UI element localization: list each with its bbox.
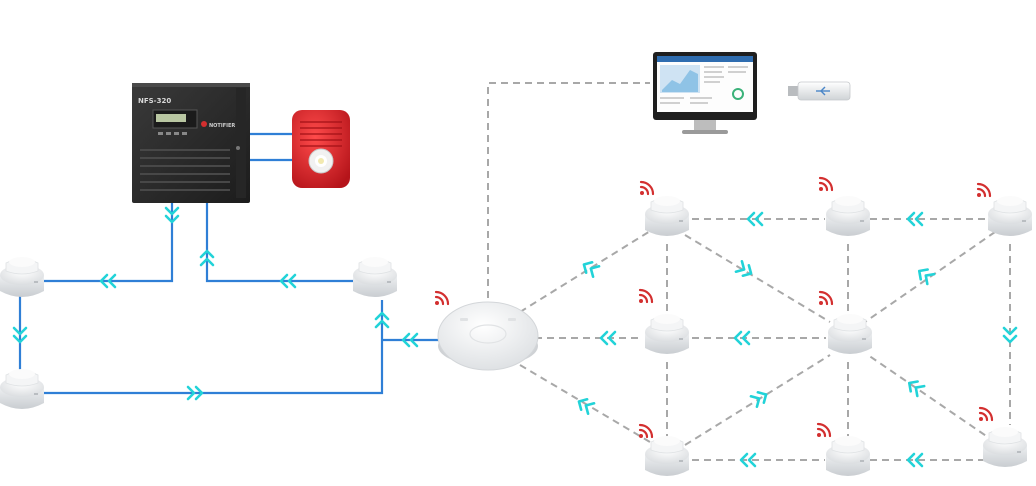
wifi-signal-icon	[638, 423, 654, 439]
chevron-icon	[739, 452, 757, 468]
smoke-detector-icon	[0, 369, 44, 409]
smoke-detector-icon	[828, 314, 872, 354]
chevron-icon	[99, 273, 117, 289]
wired-line-panel-right	[205, 202, 378, 283]
smoke-detector-icon	[826, 436, 870, 476]
panel-model-label: NFS-320	[138, 97, 171, 105]
wifi-signal-icon	[818, 176, 834, 192]
link-diag-br-center	[867, 354, 996, 443]
chevron-icon	[599, 330, 617, 346]
link-gateway-monitor	[487, 82, 650, 310]
chevron-icon	[734, 260, 753, 277]
chevron-icon	[1002, 326, 1018, 344]
wired-line-bottom	[30, 300, 384, 395]
chevron-icon	[749, 391, 768, 408]
link-gateway-top	[519, 227, 656, 313]
chevron-icon	[907, 380, 926, 398]
smoke-detector-icon	[826, 196, 870, 236]
smoke-detector-icon	[645, 314, 689, 354]
wifi-signal-icon	[638, 288, 654, 304]
panel-brand-label: NOTIFIER	[209, 123, 235, 129]
chevron-icon	[917, 268, 936, 286]
flow-chevrons	[12, 206, 1018, 468]
chevron-icon	[401, 332, 419, 348]
chevron-icon	[733, 330, 751, 346]
chevron-icon	[199, 249, 215, 267]
monitor-icon	[653, 52, 757, 134]
wireless-mesh-links	[487, 82, 1011, 461]
wifi-signal-icon	[976, 182, 992, 198]
smoke-detector-icon	[353, 257, 397, 297]
wireless-gateway-icon	[437, 301, 539, 371]
wifi-signal-icon	[818, 290, 834, 306]
wifi-signal-icon	[434, 290, 450, 306]
horn-strobe-icon	[292, 110, 350, 188]
link-diag-tl-center	[684, 234, 831, 323]
chevron-icon	[582, 261, 601, 278]
chevron-icon	[279, 273, 297, 289]
smoke-detector-icon	[0, 257, 44, 297]
chevron-icon	[746, 211, 764, 227]
chevron-icon	[577, 398, 596, 415]
wifi-layer	[434, 176, 994, 439]
chevron-icon	[374, 311, 390, 329]
wifi-signal-icon	[639, 180, 655, 196]
smoke-detector-icon	[645, 196, 689, 236]
fire-alarm-panel-icon: NFS-320 NOTIFIER	[132, 83, 250, 203]
detector-layer	[0, 196, 1032, 476]
wifi-signal-icon	[978, 406, 994, 422]
chevron-icon	[12, 326, 28, 344]
usb-dongle-icon	[788, 81, 851, 101]
smoke-detector-icon	[983, 427, 1027, 467]
chevron-icon	[186, 385, 204, 401]
link-diag-tr-center	[864, 231, 996, 323]
smoke-detector-icon	[988, 196, 1032, 236]
wired-line-panel-left	[30, 202, 174, 283]
chevron-icon	[164, 206, 180, 224]
chevron-icon	[906, 211, 924, 227]
chevron-icon	[906, 452, 924, 468]
wifi-signal-icon	[816, 422, 832, 438]
smoke-detector-icon	[645, 436, 689, 476]
